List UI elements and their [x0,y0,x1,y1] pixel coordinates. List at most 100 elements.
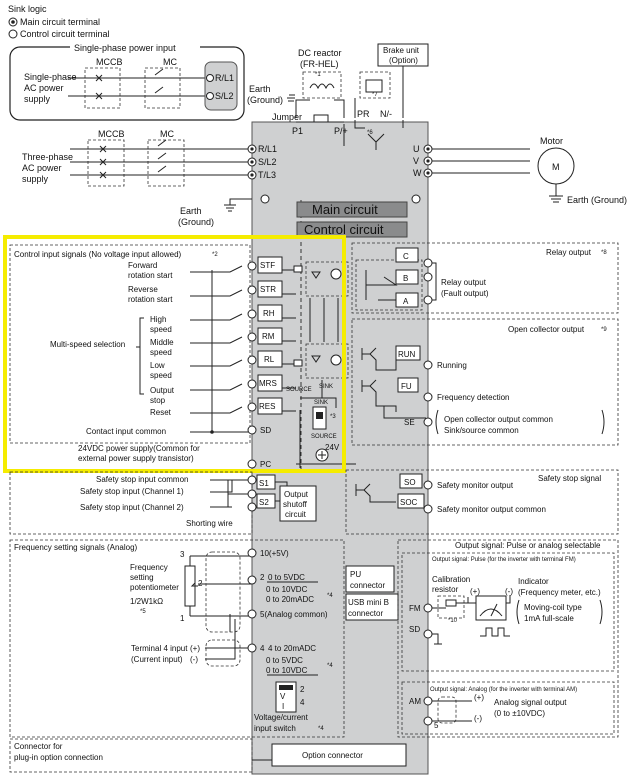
term-res: RES [259,402,275,411]
ss-ch1: Safety stop input (Channel 1) [80,487,184,496]
brake-1: Brake unit [383,46,420,55]
w-label: W [413,168,422,178]
plus-fm: (+) [470,587,480,596]
ss-common: Safety stop input common [96,475,189,484]
main-circuit-bar [296,201,408,218]
tp-term-t: T/L3 [258,170,276,180]
sig-mrs-2: stop [150,396,166,405]
sink-small: SINK [319,384,333,390]
oc-note: *9 [601,327,607,333]
switch-note: *4 [318,726,324,732]
am-title: Output signal: Analog (for the inverter … [430,687,577,693]
sw-pin-2: 2 [300,685,305,694]
dc-reactor-2: (FR-HEL) [300,59,339,69]
term-rl: RL [264,355,275,364]
pr-label: PR [357,109,370,119]
ss-soc: SOC [400,498,418,507]
pot-3: potentiometer [130,583,179,592]
pot-note: *5 [140,609,146,615]
usb-2: connector [348,609,383,618]
sig-rh-2: speed [150,325,172,334]
calib-2: resistor [432,585,459,594]
t4-plus: (+) [190,644,200,653]
pplus-label: P/+ [334,126,348,136]
sig-rl-1: Low [150,361,165,370]
tp-mc: MC [160,129,174,139]
fm-sd: SD [409,625,420,634]
sp-source-1: Single-phase [24,72,77,82]
oc-se: SE [404,418,415,427]
p-note: *6 [367,130,373,136]
pu-2: connector [350,581,385,590]
motor-title: Motor [540,136,563,146]
t4-label-1: Terminal 4 input [131,644,188,653]
calib-1: Calibration [432,575,470,584]
sp-source-2: AC power [24,83,64,93]
control-terminals [247,261,257,435]
control-terminal-symbol [8,29,18,39]
fm-title: Output signal: Pulse (for the inverter w… [432,557,576,563]
nminus-label: N/- [380,109,392,119]
pot-1: Frequency [130,563,168,572]
sp-term-r: R/L1 [215,73,234,83]
sw-pin-4: 4 [300,698,305,707]
ss-so: SO [404,478,416,487]
t4-range-1: 4 to 20mADC [268,644,316,653]
legend-control: Control circuit terminal [20,29,110,39]
usb-1: USB mini B [348,598,389,607]
pc-label: PC [260,460,271,469]
u-label: U [413,144,420,154]
oc-common-1: Open collector output common [444,415,553,424]
t10: 10(+5V) [260,549,289,558]
option-label-2: plug-in option connection [14,753,103,762]
supply-label-1: 24VDC power supply(Common for [78,444,200,453]
option-label-1: Connector for [14,742,63,751]
t2-note: *4 [327,593,333,599]
calib-note: *10 [448,618,458,624]
indicator-2: (Frequency meter, etc.) [518,588,601,597]
sig-mrs-1: Output [150,386,175,395]
ss-s2: S2 [259,498,269,507]
oc-common-2: Sink/source common [444,426,519,435]
oc-title: Open collector output [508,325,585,334]
ss-shutoff-1: Output [284,490,309,499]
sig-rl-2: speed [150,371,172,380]
motor-m: M [552,162,560,172]
oc-running: Running [437,361,467,370]
oc-run: RUN [398,350,416,359]
relay-c: C [403,252,409,261]
v24-label: 24V [325,443,340,452]
t2-num: 2 [260,573,265,582]
ss-s1: S1 [259,479,269,488]
main-circuit-label: Main circuit [312,202,378,217]
am-five: 5 [434,721,439,730]
option-connector-label: Option connector [302,751,363,760]
single-phase-title: Single-phase power input [74,43,176,53]
t4-range-2: 0 to 5VDC [266,656,303,665]
pin-1: 1 [180,614,185,623]
tp-mccb: MCCB [98,129,125,139]
sw-letter-v: V [280,692,286,701]
am-out-2: (0 to ±10VDC) [494,709,545,718]
switch-note: *3 [330,414,336,420]
ss-ch2: Safety stop input (Channel 2) [80,503,184,512]
earth-top-1: Earth [249,84,271,94]
coil-1: Moving-coil type [524,603,582,612]
ss-shorting: Shorting wire [186,519,233,528]
dc-reactor-1: DC reactor [298,48,342,58]
relay-title: Relay output [546,248,592,257]
sig-rm-2: speed [150,348,172,357]
pot-4: 1/2W1kΩ [130,597,163,606]
multi-speed-label: Multi-speed selection [50,340,125,349]
relay-note: *8 [601,250,607,256]
motor-earth: Earth (Ground) [567,195,627,205]
sig-rm-1: Middle [150,338,174,347]
t4-range-3: 0 to 10VDC [266,666,308,675]
t2-range-3: 0 to 20mADC [266,595,314,604]
ci-note: *2 [212,252,218,258]
sink-switch: SINK [314,400,328,406]
ss-so-label: Safety monitor output [437,481,514,490]
pot-2: setting [130,573,154,582]
term-str: STR [260,285,276,294]
